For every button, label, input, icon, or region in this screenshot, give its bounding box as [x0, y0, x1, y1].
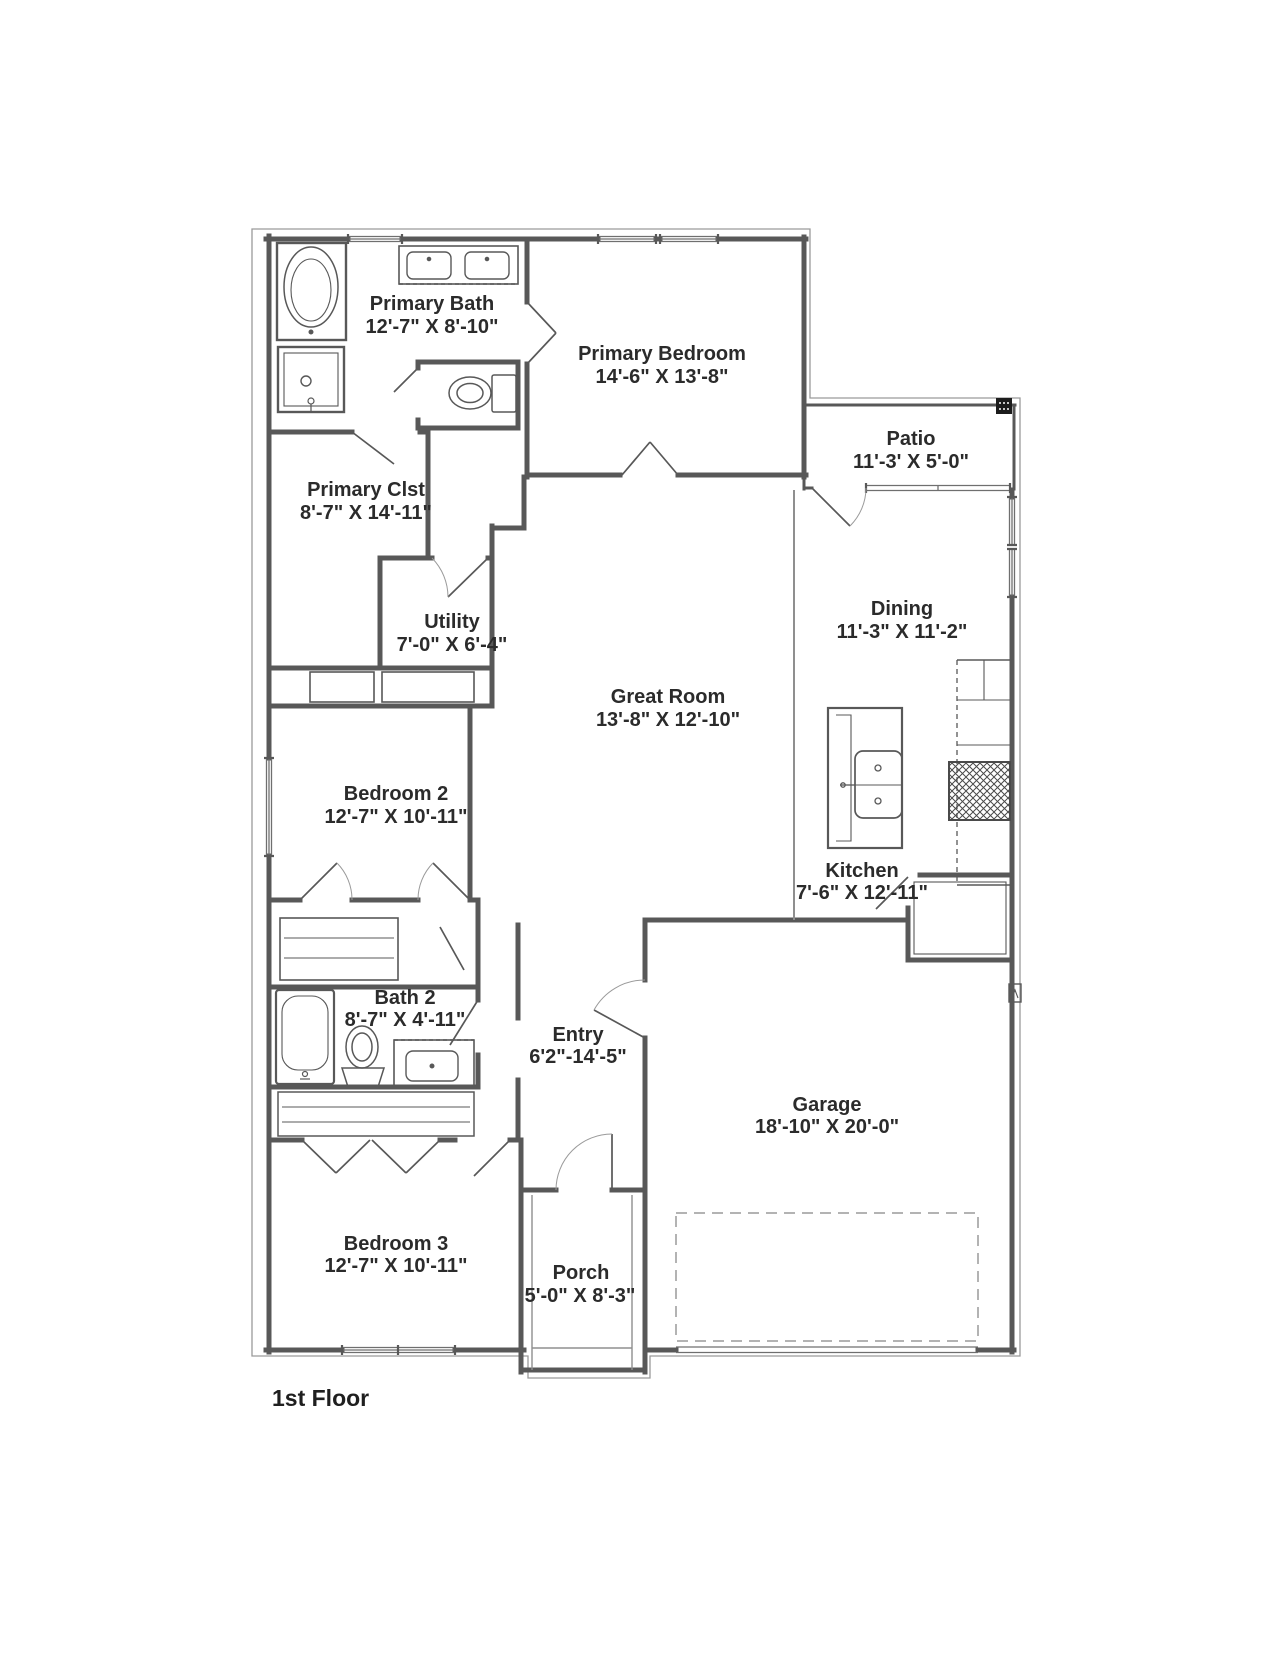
- bathtub-primary: [275, 241, 348, 342]
- room-dims-primary-bedroom: 14'-6" X 13'-8": [596, 366, 729, 388]
- room-label-primary-bath: Primary Bath 12'-7" X 8'-10": [366, 293, 499, 338]
- shower-primary: [276, 345, 346, 414]
- room-name-primary-clst: Primary Clst: [307, 479, 425, 501]
- room-name-dining: Dining: [871, 598, 933, 620]
- hall-closet-shelves: [279, 917, 399, 981]
- room-label-primary-bedroom: Primary Bedroom 14'-6" X 13'-8": [578, 343, 746, 388]
- room-label-bath-2: Bath 2 8'-7" X 4'-11": [345, 987, 466, 1031]
- porch-steps: [531, 1195, 633, 1370]
- exterior-walls: [263, 233, 1017, 1375]
- room-name-primary-bedroom: Primary Bedroom: [578, 343, 746, 365]
- room-name-garage: Garage: [793, 1094, 862, 1116]
- room-label-utility: Utility 7'-0" X 6'-4": [397, 611, 508, 656]
- toilet-primary: [448, 374, 517, 413]
- door-arcs: [336, 487, 867, 1191]
- room-name-bath-2: Bath 2: [374, 987, 435, 1009]
- interior-walls: [269, 236, 1015, 1375]
- room-dims-patio: 11'-3' X 5'-0": [853, 451, 969, 473]
- room-label-kitchen: Kitchen 7'-6" X 12'-11": [796, 860, 928, 904]
- double-vanity-primary: [398, 245, 519, 285]
- room-name-bedroom-2: Bedroom 2: [344, 783, 448, 805]
- room-label-patio: Patio 11'-3' X 5'-0": [853, 428, 969, 473]
- room-dims-utility: 7'-0" X 6'-4": [397, 634, 508, 656]
- vanity-bath2: [393, 1039, 475, 1088]
- toilet-bath2: [340, 1025, 386, 1088]
- room-dims-garage: 18'-10" X 20'-0": [755, 1116, 899, 1138]
- room-dims-dining: 11'-3" X 11'-2": [837, 621, 968, 643]
- pantry-shelf: [913, 881, 1007, 955]
- patio-post: [996, 398, 1012, 414]
- room-name-entry: Entry: [552, 1024, 604, 1046]
- utility-cabinets: [309, 671, 475, 703]
- room-label-bedroom-3: Bedroom 3 12'-7" X 10'-11": [324, 1233, 467, 1277]
- room-dims-primary-clst: 8'-7" X 14'-11": [300, 502, 432, 524]
- floor-title: 1st Floor: [272, 1385, 369, 1411]
- room-name-kitchen: Kitchen: [825, 860, 898, 882]
- room-labels: Primary Bath 12'-7" X 8'-10" Primary Bed…: [300, 293, 969, 1307]
- room-name-utility: Utility: [424, 611, 480, 633]
- room-name-patio: Patio: [887, 428, 936, 450]
- room-label-bedroom-2: Bedroom 2 12'-7" X 10'-11": [324, 783, 467, 828]
- room-label-porch: Porch 5'-0" X 8'-3": [525, 1262, 636, 1307]
- room-label-primary-clst: Primary Clst 8'-7" X 14'-11": [300, 479, 432, 524]
- room-dims-kitchen: 7'-6" X 12'-11": [796, 882, 928, 904]
- room-dims-bath-2: 8'-7" X 4'-11": [345, 1009, 466, 1031]
- garage-wall-fixture: [1008, 983, 1022, 1003]
- room-dims-bedroom-3: 12'-7" X 10'-11": [324, 1255, 467, 1277]
- bathtub-bath2: [274, 988, 336, 1086]
- range: [948, 761, 1011, 821]
- patio-walls: [801, 403, 1017, 491]
- kitchen-sink: [840, 750, 903, 819]
- room-name-bedroom-3: Bedroom 3: [344, 1233, 448, 1255]
- room-dims-great-room: 13'-8" X 12'-10": [596, 709, 740, 731]
- garage-apron-dashed: [675, 1212, 979, 1342]
- door-leaves: [299, 301, 909, 1190]
- room-label-great-room: Great Room 13'-8" X 12'-10": [596, 686, 740, 731]
- room-label-dining: Dining 11'-3" X 11'-2": [837, 598, 968, 643]
- room-label-garage: Garage 18'-10" X 20'-0": [755, 1094, 899, 1138]
- room-name-porch: Porch: [553, 1262, 610, 1284]
- room-dims-bedroom-2: 12'-7" X 10'-11": [324, 806, 467, 828]
- room-dims-porch: 5'-0" X 8'-3": [525, 1285, 636, 1307]
- bedroom3-closet-shelves: [277, 1091, 475, 1137]
- room-dims-primary-bath: 12'-7" X 8'-10": [366, 316, 499, 338]
- room-name-primary-bath: Primary Bath: [370, 293, 495, 315]
- kitchen-island: [826, 706, 904, 850]
- room-dims-entry: 6'2"-14'-5": [529, 1046, 626, 1068]
- foundation-outline: [251, 228, 1021, 1379]
- room-name-great-room: Great Room: [611, 686, 725, 708]
- room-label-entry: Entry 6'2"-14'-5": [529, 1024, 626, 1068]
